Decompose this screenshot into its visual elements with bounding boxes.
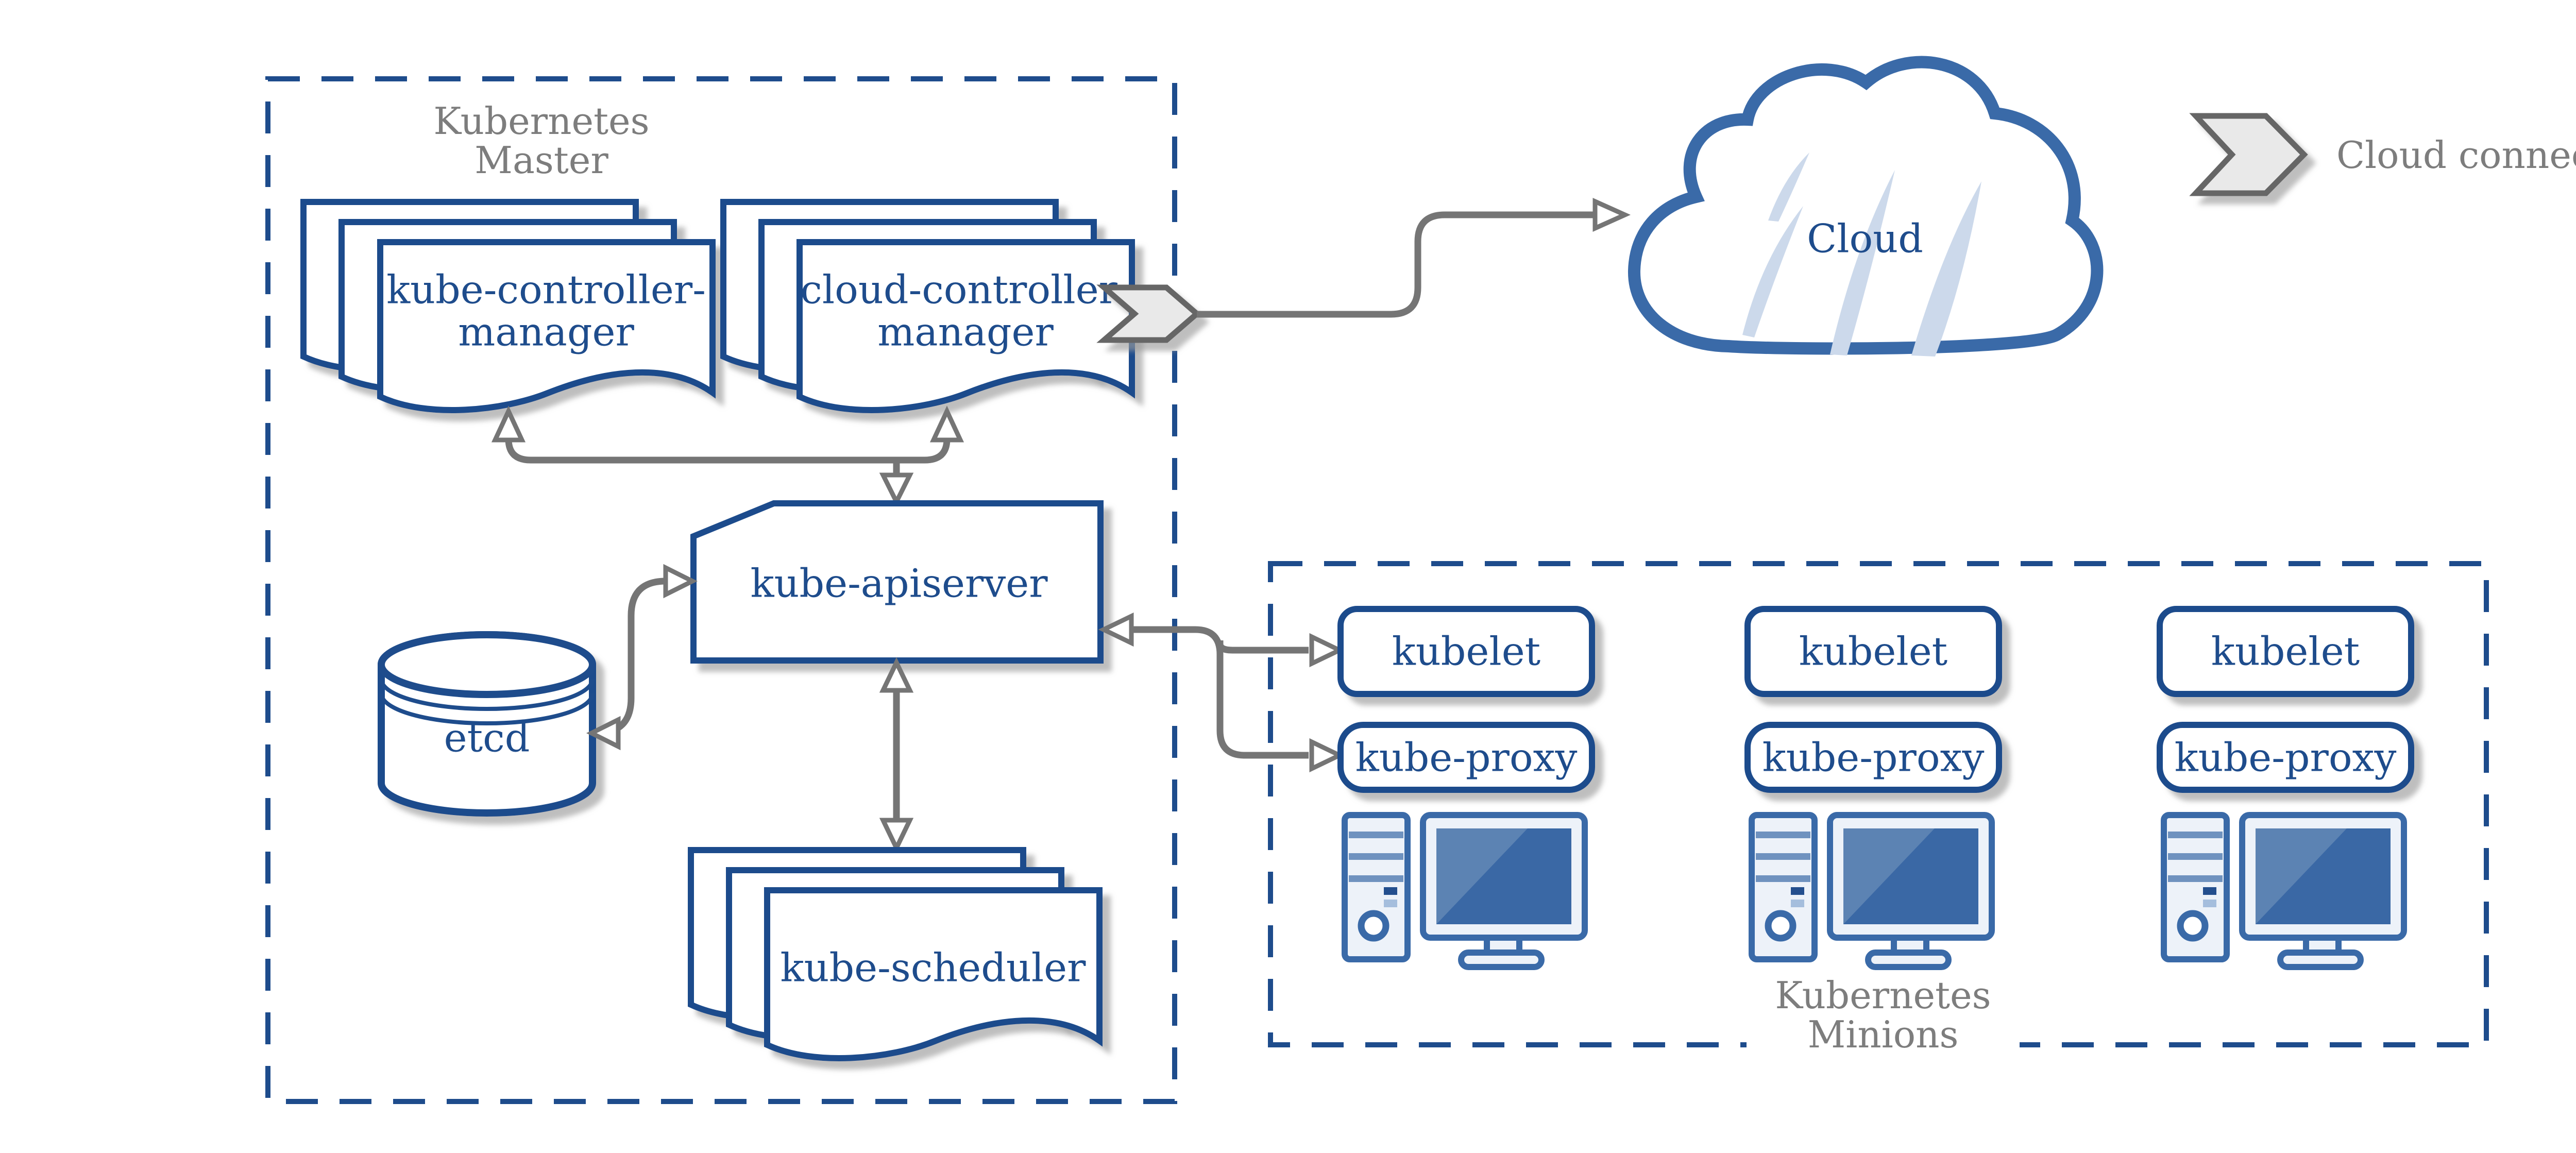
node-kube-apiserver: kube-apiserver — [690, 500, 1104, 664]
kubelet-box — [1337, 606, 1595, 697]
connector-line — [596, 578, 666, 737]
cloud-connector-icon — [1096, 284, 1201, 343]
kube-proxy-label: kube-proxy — [1762, 735, 1985, 781]
kube-proxy-label: kube-proxy — [1355, 735, 1578, 781]
minions-title-line1: Kubernetes — [1775, 974, 1991, 1017]
apiserver-scheduler-connector — [879, 657, 914, 854]
connector-line — [1216, 640, 1309, 654]
arrowhead-left-icon — [586, 716, 621, 751]
node-cloud-controller-manager: cloud-controller- manager — [720, 199, 1201, 413]
etcd-cylinder-top — [378, 631, 596, 698]
kube-proxy-box — [1744, 722, 2002, 793]
connector-line — [505, 438, 951, 464]
apiserver-minions-connector — [1098, 612, 1345, 773]
node-kube-scheduler: kube-scheduler — [688, 847, 1103, 1061]
arrowhead-up-icon — [879, 657, 914, 693]
cloud-connector-arrow — [1197, 198, 1631, 318]
arrowhead-down-icon — [879, 818, 914, 854]
etcd-ring — [379, 693, 595, 725]
cloud-slash — [1911, 181, 1981, 357]
arrowhead-right-icon — [1309, 633, 1345, 668]
kubelet-box — [2157, 606, 2414, 697]
arrowhead-right-icon — [663, 564, 698, 599]
arrowhead-left-icon — [1098, 612, 1134, 647]
connector-line — [1197, 211, 1594, 318]
cloud-shape — [1628, 56, 2104, 355]
node-kube-controller-manager: kube-controller- manager — [300, 199, 716, 413]
controllers-apiserver-connector — [491, 405, 964, 507]
kube-proxy-box — [2157, 722, 2414, 793]
kube-controller-manager-label-line2: manager — [458, 309, 634, 355]
cloud-controller-manager-label-line2: manager — [877, 309, 1054, 355]
arrowhead-up-icon — [491, 405, 526, 443]
kubelet-label: kubelet — [2211, 629, 2360, 674]
cloud-slash — [1742, 206, 1803, 337]
document-sheet-front — [377, 239, 716, 413]
computer-icon — [2164, 815, 2404, 967]
etcd-apiserver-connector — [586, 564, 698, 751]
arrowhead-right-icon — [1592, 198, 1631, 232]
minions-title-line2: Minions — [1808, 1013, 1959, 1056]
cloud-connector-legend-icon — [2189, 113, 2308, 196]
computer-icon — [1752, 815, 1992, 967]
legend: Cloud connector — [2189, 113, 2576, 196]
arrowhead-up-icon — [929, 405, 964, 443]
document-sheet-front — [796, 239, 1135, 413]
kube-proxy-label: kube-proxy — [2175, 735, 2397, 781]
kube-controller-manager-label-line1: kube-controller- — [386, 267, 706, 313]
node-etcd: etcd — [378, 631, 596, 817]
master-title-line2: Master — [474, 139, 608, 182]
computer-icon — [1345, 815, 1585, 967]
minion-column: kubelet kube-proxy — [1337, 606, 1595, 967]
master-region-border — [265, 76, 1177, 1104]
minion-column: kubelet kube-proxy — [2157, 606, 2414, 967]
node-cloud: Cloud — [1628, 56, 2104, 357]
document-sheet-front — [764, 887, 1103, 1061]
master-title-line1: Kubernetes — [433, 99, 649, 143]
kubelet-label: kubelet — [1799, 629, 1947, 674]
legend-label: Cloud connector — [2336, 133, 2576, 177]
arrowhead-right-icon — [1309, 738, 1345, 773]
etcd-label: etcd — [444, 715, 530, 761]
minions-title-backdrop — [1747, 973, 2020, 1060]
connector-line — [1132, 626, 1309, 759]
kube-proxy-box — [1337, 722, 1595, 793]
etcd-ring — [379, 679, 595, 711]
cloud-slash — [1830, 170, 1895, 355]
cloud-controller-manager-label-line1: cloud-controller- — [800, 267, 1130, 313]
kube-scheduler-label: kube-scheduler — [780, 945, 1086, 991]
cloud-slash — [1768, 152, 1809, 222]
kubelet-box — [1744, 606, 2002, 697]
kubelet-label: kubelet — [1392, 629, 1540, 674]
arrowhead-down-icon — [879, 472, 914, 507]
kube-apiserver-label: kube-apiserver — [750, 561, 1048, 606]
minion-column: kubelet kube-proxy — [1744, 606, 2002, 967]
cloud-label: Cloud — [1807, 216, 1923, 262]
